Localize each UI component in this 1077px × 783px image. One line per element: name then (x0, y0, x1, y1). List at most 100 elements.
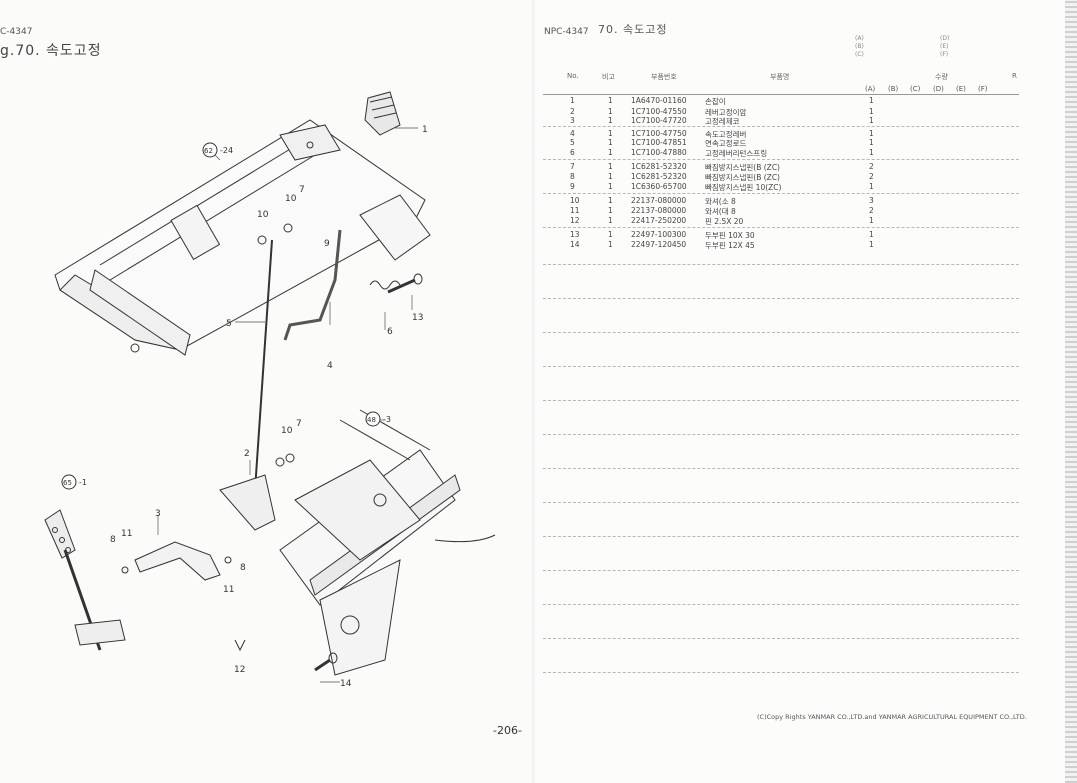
cell-ref: 1 (608, 116, 613, 125)
speed-lever-part-4 (283, 229, 342, 341)
cell-part-no: 1C7100-47880 (631, 148, 687, 157)
qty-col-a: (A) (865, 85, 876, 93)
svg-text:62: 62 (204, 147, 213, 155)
callout-8a: 8 (110, 535, 116, 545)
cell-part-no: 22137-080000 (631, 206, 687, 215)
ruled-line (543, 400, 1019, 401)
cell-ref: 1 (608, 182, 613, 191)
cell-qty: 2 (869, 162, 874, 171)
cell-qty: 1 (869, 129, 874, 138)
cell-ref: 1 (608, 107, 613, 116)
qty-col-c: (C) (910, 85, 921, 93)
cell-no: 7 (570, 162, 575, 171)
ruled-line (543, 468, 1019, 469)
svg-text:48: 48 (367, 416, 376, 424)
callout-1: 1 (422, 125, 428, 135)
model-label-d: (D) (940, 35, 950, 42)
cell-no: 1 (570, 96, 575, 105)
group-divider (543, 126, 1019, 127)
cell-no: 11 (570, 206, 580, 215)
bracket-part-2 (219, 474, 276, 531)
model-label-c: (C) (855, 51, 864, 58)
right-page-code: NPC-4347 (544, 27, 589, 37)
callout-8b: 8 (240, 563, 246, 573)
cell-name: 와셔(대 8 (705, 207, 736, 216)
callout-7b: 7 (296, 419, 302, 429)
cell-ref: 1 (608, 162, 613, 171)
cell-no: 8 (570, 172, 575, 181)
washer-icon (275, 457, 285, 467)
cell-part-no: 22497-120450 (631, 240, 687, 249)
washer-icon (121, 566, 129, 574)
cell-ref: 1 (608, 196, 613, 205)
svg-text:-3: -3 (383, 415, 391, 424)
ruled-line (543, 604, 1019, 605)
cell-ref: 1 (608, 230, 613, 239)
cell-part-no: 1C6281-52320 (631, 172, 687, 181)
cell-ref: 1 (608, 138, 613, 147)
cell-name: 레버고정이암 (705, 108, 747, 117)
callout-10b: 10 (285, 194, 297, 204)
arm-part-3 (134, 541, 221, 581)
ruled-line (543, 264, 1019, 265)
callout-12: 12 (234, 665, 245, 675)
callout-6: 6 (387, 327, 393, 337)
qty-col-b: (B) (888, 85, 899, 93)
cell-part-no: 1C7100-47750 (631, 129, 687, 138)
col-header-r: R (1012, 72, 1017, 80)
svg-text:-24: -24 (220, 146, 233, 155)
cell-qty: 1 (869, 148, 874, 157)
cell-name: 고정레버리턴스프링 (705, 149, 768, 158)
qty-col-d: (D) (933, 85, 944, 93)
cell-part-no: 1C7100-47851 (631, 138, 687, 147)
col-header-part-name: 부품명 (770, 73, 790, 81)
model-label-b: (B) (855, 43, 864, 50)
exploded-parts-diagram: 1 2 3 4 5 6 7 7 8 8 9 10 10 10 11 11 12 … (44, 91, 496, 689)
callout-11a: 11 (121, 529, 132, 539)
cell-part-no: 1C7100-47720 (631, 116, 687, 125)
right-page (535, 0, 1077, 783)
cell-no: 3 (570, 116, 575, 125)
model-label-e: (E) (940, 43, 949, 50)
cell-ref: 1 (608, 148, 613, 157)
cell-qty: 1 (869, 107, 874, 116)
callout-11b: 11 (223, 585, 234, 595)
copyright-notice: (C)Copy Rights YANMAR CO.,LTD.and YANMAR… (757, 713, 1027, 721)
cell-qty: 2 (869, 206, 874, 215)
cell-part-no: 1C6281-52320 (631, 162, 687, 171)
page-edge (1065, 0, 1077, 783)
cell-part-no: 1C7100-47550 (631, 107, 687, 116)
cell-no: 9 (570, 182, 575, 191)
cell-no: 6 (570, 148, 575, 157)
cell-name: 와셔(소 8 (705, 197, 736, 206)
cell-name: 두부핀 10X 30 (705, 231, 755, 240)
page-number: -206- (493, 724, 522, 737)
ruled-line (543, 502, 1019, 503)
cell-no: 12 (570, 216, 580, 225)
cell-name: 빠짐방지스냅핀(B (ZC) (705, 173, 780, 182)
col-header-no: No. (567, 72, 579, 80)
ref-48: 48 -3 (365, 411, 391, 427)
cell-qty: 1 (869, 230, 874, 239)
cell-name: 빠짐방지스냅핀 10(ZC) (705, 183, 782, 192)
ref-65: 65 -1 (61, 474, 87, 490)
cell-qty: 1 (869, 116, 874, 125)
cell-name: 핀 2.5X 20 (705, 217, 744, 226)
cell-part-no: 22497-100300 (631, 230, 687, 239)
cell-name: 빠짐방지스냅핀(B (ZC) (705, 163, 780, 172)
callout-9: 9 (324, 239, 330, 249)
group-divider (543, 227, 1019, 228)
callout-13: 13 (412, 313, 423, 323)
group-divider (543, 193, 1019, 194)
cell-ref: 1 (608, 129, 613, 138)
left-page-title: g.70. 속도고정 (0, 43, 102, 59)
callout-14: 14 (340, 679, 352, 689)
model-legend-2: (D) (E) (F) (940, 35, 949, 59)
left-page: C-4347 g.70. 속도고정 (0, 0, 535, 783)
